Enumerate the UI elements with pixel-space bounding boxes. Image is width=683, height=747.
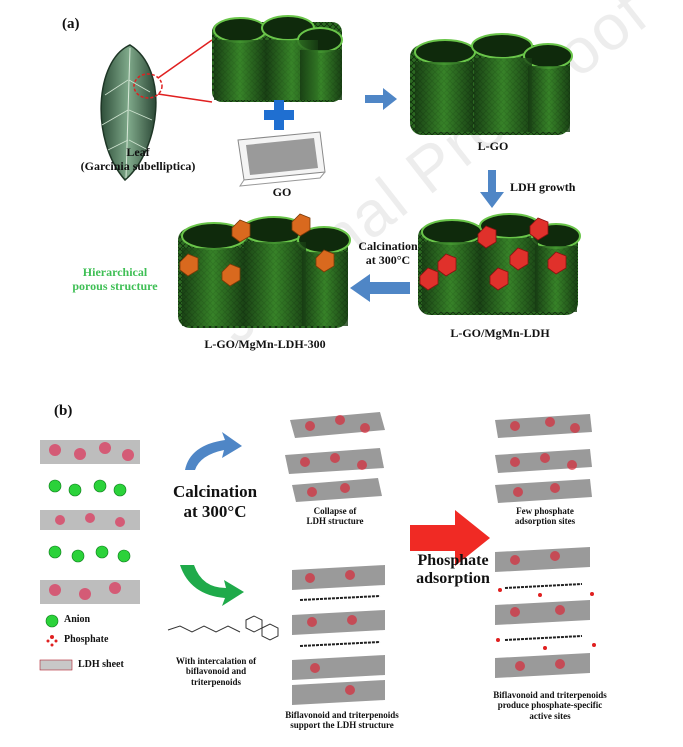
lgo-ldh300-cylinders	[178, 213, 351, 328]
arrow-right-icon	[365, 88, 397, 110]
phosphate-adsorption-line-1: Phosphate	[417, 552, 489, 569]
ldh-structure-left	[40, 440, 140, 604]
calcination-line-2: at 300°C	[365, 252, 411, 267]
leaf-cylinders	[212, 15, 343, 102]
support-line-2: support the LDH structure	[290, 720, 394, 731]
leaf-species: (Garcinia subelliptica)	[80, 158, 196, 173]
intercalation-label: With intercalation of biflavonoid and tr…	[156, 656, 276, 687]
go-sheet-illustration	[237, 131, 326, 187]
lgo-ldh300-label: L-GO/MgMn-LDH-300	[204, 337, 326, 351]
support-line-1: Biflavonoid and triterpenoids	[285, 710, 399, 720]
leaf-illustration	[100, 39, 213, 182]
legend-ldh-sheet: LDH sheet	[78, 659, 124, 670]
calcination-b-line-2: at 300°C	[183, 501, 247, 521]
active-sites-line-1: Biflavonoid and triterpenoids	[493, 690, 607, 700]
blue-curved-arrow-icon	[185, 432, 242, 470]
hierarchical-label: Hierarchical porous structure	[50, 265, 180, 294]
legend-anion: Anion	[64, 614, 91, 625]
lgo-label: L-GO	[477, 139, 509, 153]
collapse-label: Collapse of LDH structure	[285, 506, 385, 527]
molecule-illustration	[167, 615, 279, 641]
panel-b-tag: (b)	[54, 403, 73, 419]
calcination-b-line-1: Calcination	[172, 482, 258, 501]
active-sites-label: Biflavonoid and triterpenoids produce ph…	[470, 690, 630, 721]
collapsed-ldh-structure	[285, 412, 385, 502]
phosphate-adsorption-line-2: adsorption	[416, 570, 490, 588]
hierarchical-line-2: porous structure	[72, 278, 158, 293]
intercalation-line-2: biflavonoid and	[185, 666, 247, 677]
arrow-left-icon	[350, 274, 410, 302]
support-label: Biflavonoid and triterpenoids support th…	[262, 710, 422, 731]
anion-legend-icon	[45, 614, 59, 628]
few-sites-label: Few phosphate adsorption sites	[490, 506, 600, 527]
panel-a-tag: (a)	[62, 16, 80, 32]
lgo-cylinders	[410, 33, 573, 135]
active-sites-line-2: produce phosphate-specific	[497, 700, 603, 711]
red-arrow-icon	[410, 510, 490, 566]
few-sites-structure	[495, 414, 592, 503]
calcination-b-label: Calcination at 300°C	[160, 482, 270, 521]
ldh-growth-label: LDH growth	[510, 180, 576, 194]
intercalation-line-3: triterpenoids	[191, 676, 241, 687]
leaf-title: Leaf	[126, 145, 150, 159]
green-curved-arrow-icon	[180, 565, 244, 606]
calcination-label: Calcination at 300°C	[338, 239, 438, 268]
lgo-ldh-label: L-GO/MgMn-LDH	[450, 326, 550, 340]
ldh-sheet-legend-icon	[39, 659, 73, 671]
plus-icon	[264, 100, 294, 130]
active-sites-structure	[495, 547, 596, 678]
lgo-ldh-cylinders	[418, 213, 581, 315]
supported-ldh-structure	[292, 565, 385, 705]
collapse-line-2: LDH structure	[306, 516, 364, 527]
go-label: GO	[272, 185, 292, 199]
phosphate-legend-icon	[46, 635, 58, 647]
legend-phosphate: Phosphate	[64, 634, 109, 645]
calcination-line-1: Calcination	[358, 239, 418, 253]
leaf-label: Leaf (Garcinia subelliptica)	[58, 145, 218, 174]
collapse-line-1: Collapse of	[313, 506, 357, 516]
hierarchical-line-1: Hierarchical	[82, 265, 148, 279]
active-sites-line-3: active sites	[529, 710, 571, 721]
phosphate-adsorption-label: Phosphate adsorption	[408, 552, 498, 589]
few-sites-line-1: Few phosphate	[516, 506, 574, 516]
arrow-down-icon	[480, 170, 504, 208]
intercalation-line-1: With intercalation of	[175, 656, 257, 666]
few-sites-line-2: adsorption sites	[514, 516, 576, 527]
